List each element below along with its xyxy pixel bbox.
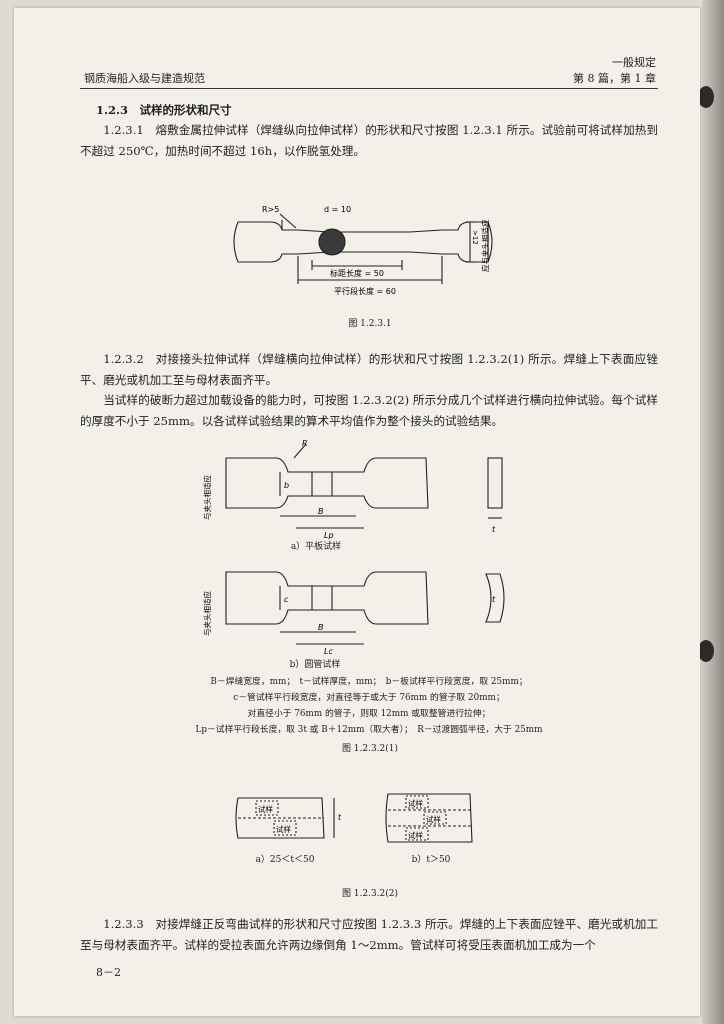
fig2a-label-lp: Lp [324,531,334,540]
paragraph-1233: 1.2.3.3 对接焊缝正反弯曲试样的形状和尺寸应按图 1.2.3.3 所示。焊… [80,917,658,952]
fig1-label-parallel: 平行段长度 = 60 [334,286,396,296]
fig2-legend-4: Lp－试样平行段长度，取 3t 或 B＋12mm（取大者）； R－过渡圆弧半径，… [195,725,543,735]
fig2-legend-3: 对直径小于 76mm 的管子，则取 12mm 或取整管进行拉伸； [247,709,491,719]
figure-1-2-3-2-b: c B Lc t 与夹头相适应 [202,571,505,656]
fig3-label-t: t [338,813,342,822]
figure-1-2-3-2-a: R b B Lp t 与夹头相适应 [202,440,503,540]
fig1-label-d: d = 10 [324,205,351,214]
fig1-label-gauge: 标距长度 = 50 [330,268,384,278]
paragraph-1232-b: 当试样的破断力超过加载设备的能力时，可按图 1.2.3.2(2) 所示分成几个试… [80,393,658,428]
fig3-specimen-a1: 试样 [258,804,273,814]
header-chapter: 一般规定 第 8 篇，第 1 章 [573,55,656,87]
header-chapter-number: 第 8 篇，第 1 章 [573,72,656,85]
fig2-caption: 图 1.2.3.2(1) [341,744,399,754]
fig2-caption-b: b）圆管试样 [289,660,341,670]
document-page [14,8,700,1016]
fig2b-label-lc: Lc [324,647,333,656]
fig2a-label-r: R [302,440,308,448]
figure-1-2-3-1: R>5 d = 10 标距长度 = 50 平行段长度 = 60 >12 应与夹头… [233,205,493,296]
fig2-legend-2: c－管试样平行段宽度，对直径等于或大于 76mm 的管子取 20mm； [233,693,505,703]
fig2b-label-B: B [318,623,324,632]
paragraph-1232: 1.2.3.2 对接接头拉伸试样（焊缝横向拉伸试样）的形状和尺寸按图 1.2.3… [80,352,658,387]
fig2b-label-t: t [492,595,496,604]
header-book-title: 钢质海船入级与建造规范 [84,72,205,85]
fig2a-label-grip: 与夹头相适应 [202,475,212,520]
binding-hole [698,640,714,662]
fig2b-label-c: c [284,595,289,604]
fig1-label-side: 应与夹头相适应 [480,219,490,272]
fig3-specimen-b3: 试样 [408,830,423,840]
fig2a-label-t: t [492,525,496,534]
header-chapter-title: 一般规定 [612,56,656,69]
fig2b-label-grip: 与夹头相适应 [202,591,212,636]
fig1-label-12: >12 [471,230,479,245]
fig2a-label-b: b [284,481,289,490]
figure-1-2-3-2-2: 试样 试样 t 试样 试样 试样 [235,793,473,843]
fig1-caption: 图 1.2.3.1 [348,319,392,329]
fig2a-label-B: B [318,507,324,516]
fig3-specimen-b1: 试样 [408,798,423,808]
fig3-specimen-a2: 试样 [276,824,291,834]
header-rule [80,88,658,89]
fig3-specimen-b2: 试样 [426,814,441,824]
fig2-legend-1: B－焊缝宽度，mm； t－试样厚度，mm； b－板试样平行段宽度，取 25mm； [210,677,528,687]
fig3-caption-b: b）t＞50 [411,855,451,865]
page-edge-shadow [702,0,724,1024]
binding-hole [698,86,714,108]
page-number: 8－2 [96,966,121,979]
paragraph-1231: 1.2.3.1 熔敷金属拉伸试样（焊缝纵向拉伸试样）的形状和尺寸按图 1.2.3… [80,123,658,158]
fig2-caption-a: a）平板试样 [290,542,342,552]
section-title: 1.2.3 试样的形状和尺寸 [96,103,232,117]
fig3-caption-a: a）25＜t＜50 [255,855,315,865]
fig3-caption: 图 1.2.3.2(2) [341,889,399,899]
fig1-label-r: R>5 [262,205,279,214]
